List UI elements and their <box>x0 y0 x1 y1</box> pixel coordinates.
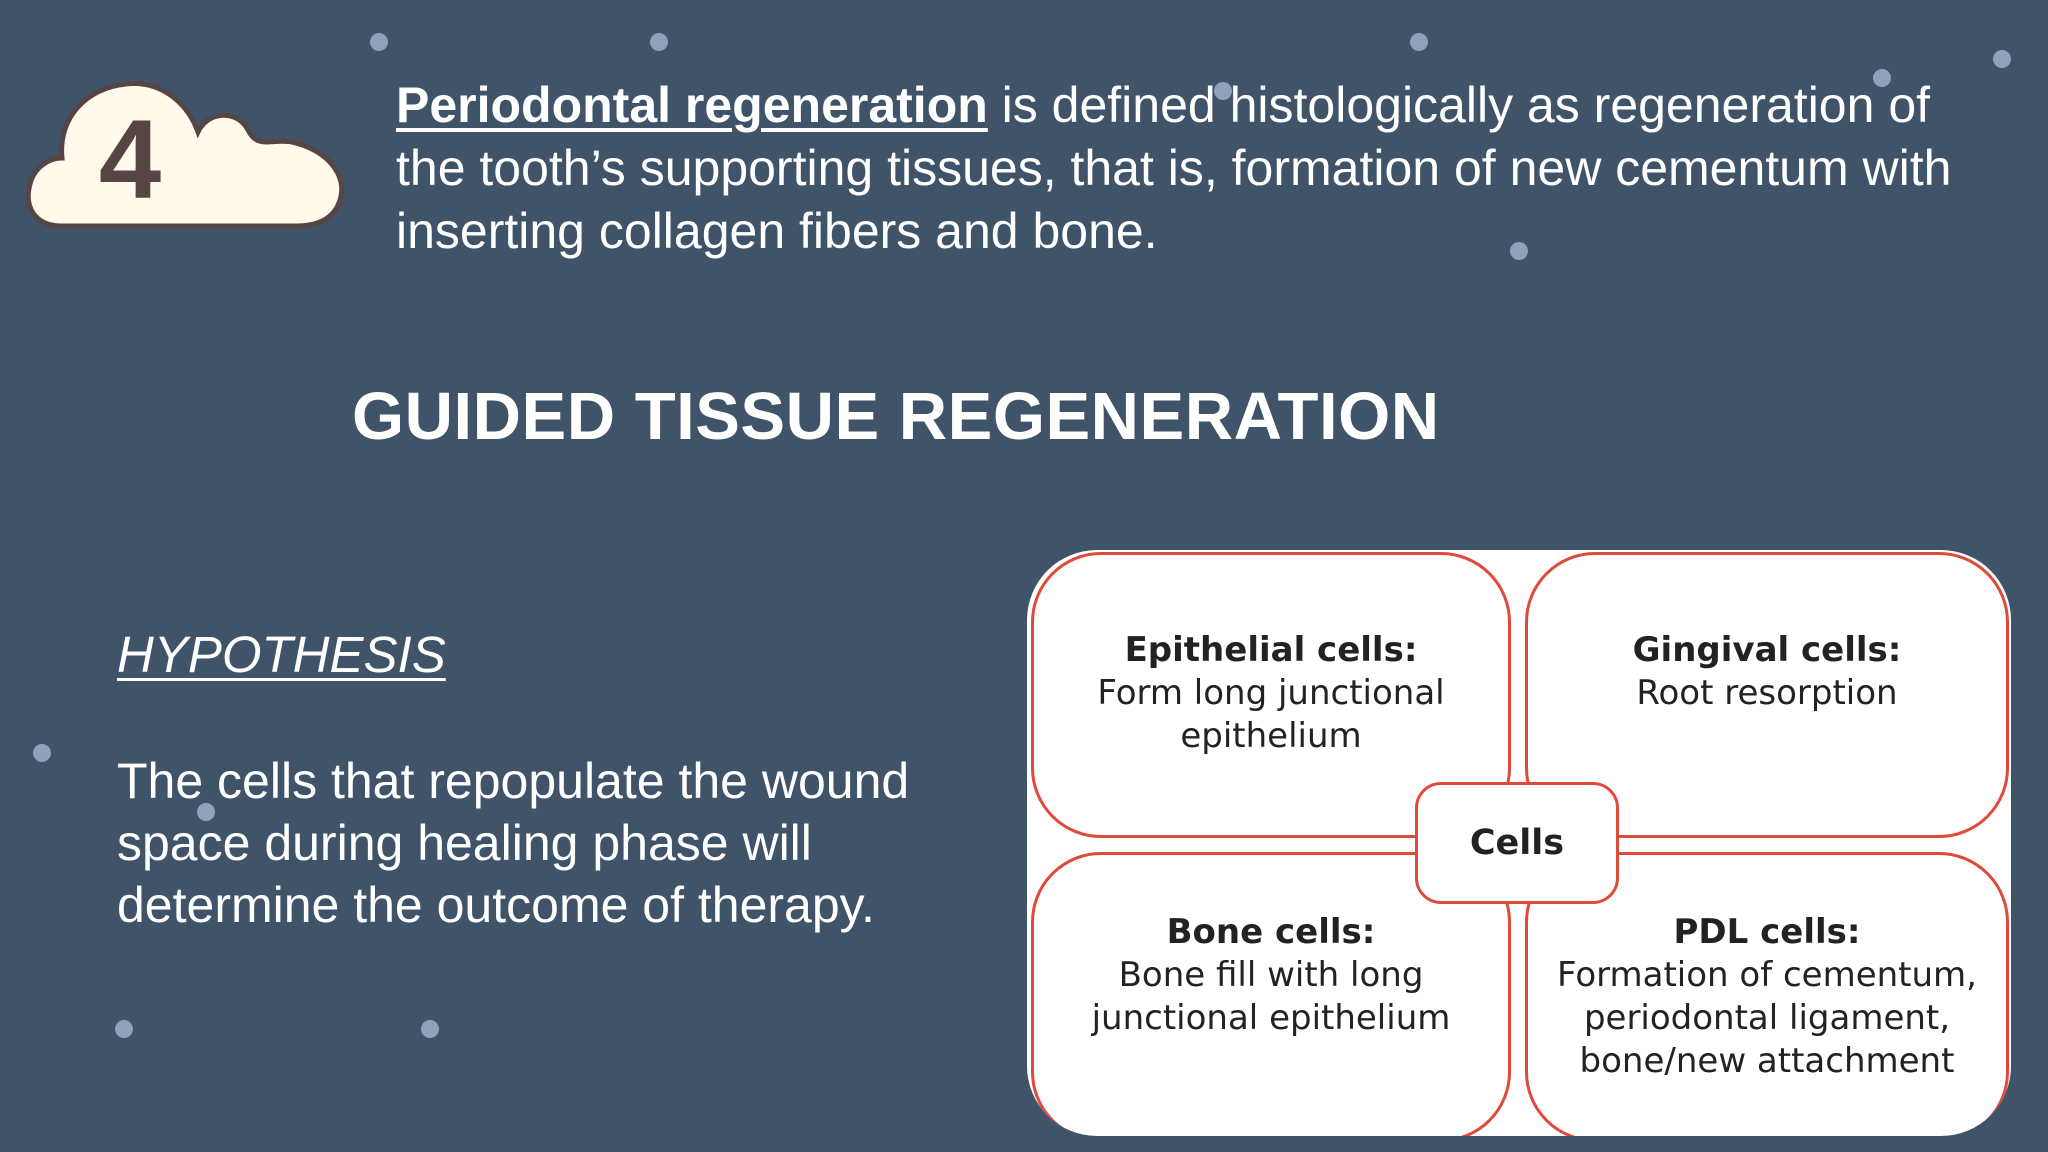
hypothesis-text: The cells that repopulate the wound spac… <box>117 753 910 933</box>
decorative-dot <box>197 803 215 821</box>
section-title: GUIDED TISSUE REGENERATION <box>352 379 1440 454</box>
decorative-dot <box>650 33 668 51</box>
decorative-dot <box>1873 69 1891 87</box>
decorative-dot <box>115 1020 133 1038</box>
quadrant-title: Bone cells: <box>1166 912 1376 952</box>
decorative-dot <box>1410 33 1428 51</box>
definition-paragraph: Periodontal regeneration is defined hist… <box>396 74 1956 263</box>
center-cells-box: Cells <box>1415 782 1619 904</box>
slide-number: 4 <box>98 97 162 222</box>
quadrant-line: Form long junctional <box>1097 673 1445 713</box>
quadrant-title: PDL cells: <box>1673 912 1861 952</box>
cloud-icon <box>25 81 345 229</box>
quadrant-pdl-cells: PDL cells: Formation of cementum, period… <box>1525 852 2009 1136</box>
quadrant-line: Root resorption <box>1636 673 1898 713</box>
quadrant-title: Epithelial cells: <box>1124 630 1418 670</box>
quadrant-line: bone/new attachment <box>1579 1041 1955 1081</box>
decorative-dot <box>1993 50 2011 68</box>
cloud-badge <box>22 58 352 238</box>
quadrant-line: Bone fill with long <box>1118 955 1424 995</box>
decorative-dot <box>370 33 388 51</box>
decorative-dot <box>1510 242 1528 260</box>
quadrant-bone-cells: Bone cells: Bone fill with long junction… <box>1031 852 1511 1136</box>
decorative-dot <box>421 1020 439 1038</box>
definition-text: is defined histologically as regeneratio… <box>396 77 1952 259</box>
quadrant-line: junctional epithelium <box>1091 998 1451 1038</box>
quadrant-line: epithelium <box>1180 716 1362 756</box>
decorative-dot <box>1214 82 1232 100</box>
quadrant-epithelial-cells: Epithelial cells: Form long junctional e… <box>1031 552 1511 838</box>
quadrant-line: periodontal ligament, <box>1583 998 1951 1038</box>
decorative-dot <box>33 744 51 762</box>
quadrant-title: Gingival cells: <box>1632 630 1902 670</box>
cells-diagram: Epithelial cells: Form long junctional e… <box>1027 550 2011 1136</box>
hypothesis-heading: HYPOTHESIS <box>117 626 446 683</box>
quadrant-line: Formation of cementum, <box>1556 955 1977 995</box>
definition-term: Periodontal regeneration <box>396 77 988 133</box>
quadrant-gingival-cells: Gingival cells: Root resorption <box>1525 552 2009 838</box>
